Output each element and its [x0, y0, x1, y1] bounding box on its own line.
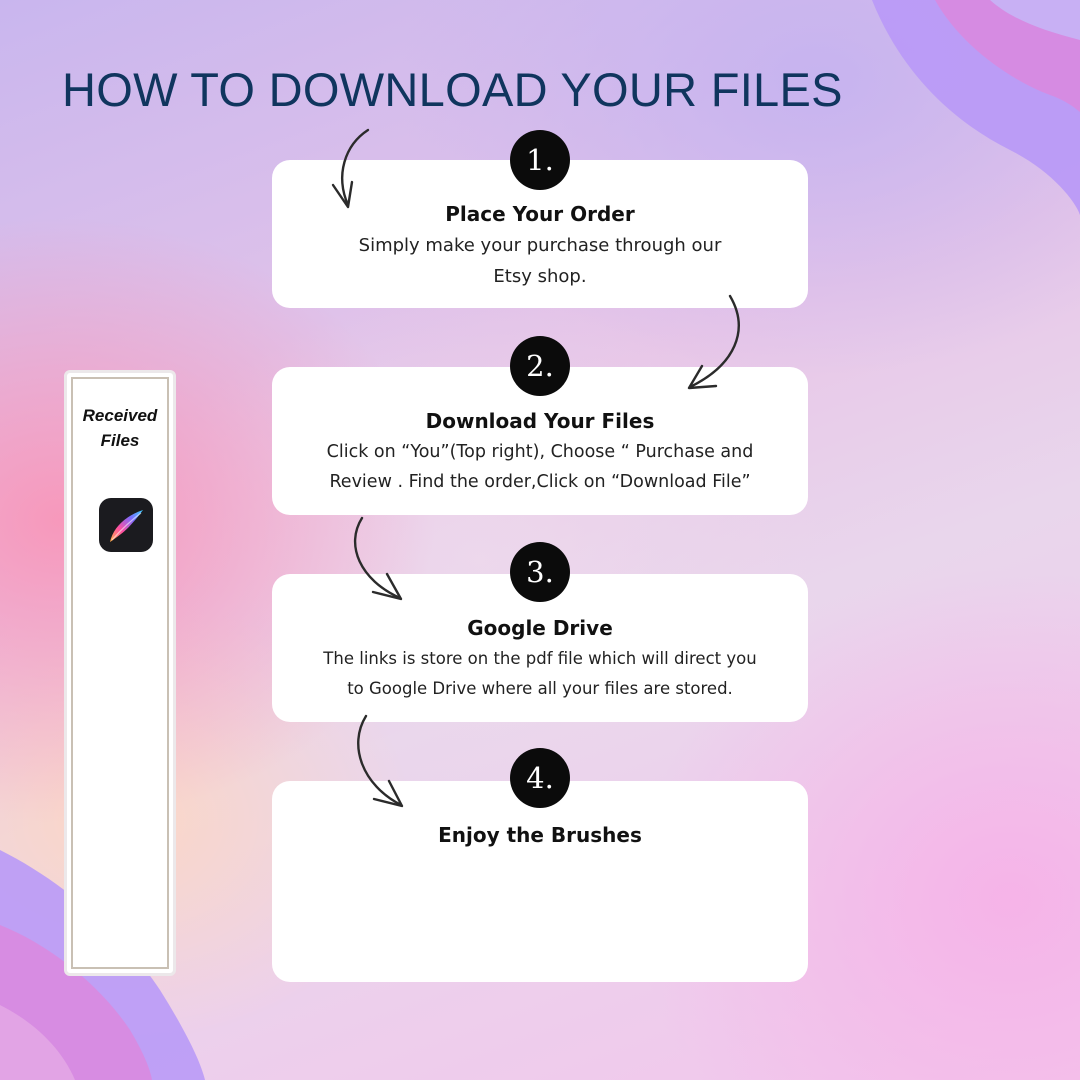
step-number-badge-4: 4.: [510, 748, 570, 808]
step-description: The links is store on the pdf file which…: [272, 644, 808, 704]
step-title: Download Your Files: [425, 409, 655, 433]
step-title: Enjoy the Brushes: [438, 823, 642, 847]
step-description-line: Simply make your purchase through our: [358, 235, 722, 256]
step-description-line: to Google Drive where all your files are…: [347, 679, 733, 698]
step-title: Place Your Order: [445, 202, 635, 226]
curved-arrow-icon: [331, 128, 370, 209]
procreate-app-icon[interactable]: [99, 498, 153, 552]
step-number-badge-1: 1.: [510, 130, 570, 190]
step-title: Google Drive: [467, 616, 613, 640]
received-files-label: Received Files: [67, 403, 173, 453]
received-files-label-line: Files: [100, 431, 140, 450]
step-description-line: Etsy shop.: [493, 266, 587, 287]
step-description-line: Click on “You”(Top right), Choose “ Purc…: [326, 442, 754, 462]
received-files-label-line: Received: [82, 406, 158, 425]
step-card-4: Enjoy the Brushes: [272, 781, 808, 982]
page-title: HOW TO DOWNLOAD YOUR FILES: [62, 63, 843, 116]
curved-arrow-icon: [687, 294, 740, 390]
curved-arrow-icon: [353, 516, 403, 601]
step-description-line: The links is store on the pdf file which…: [323, 649, 757, 668]
step-description-line: Review . Find the order,Click on “Downlo…: [329, 472, 751, 492]
received-files-panel: Received Files: [64, 370, 176, 976]
step-description: Click on “You”(Top right), Choose “ Purc…: [272, 437, 808, 497]
curved-arrow-icon: [357, 714, 404, 808]
step-number-badge-3: 3.: [510, 542, 570, 602]
step-description: Simply make your purchase through our Et…: [272, 230, 808, 292]
received-files-panel-border: [71, 377, 169, 969]
step-number-badge-2: 2.: [510, 336, 570, 396]
